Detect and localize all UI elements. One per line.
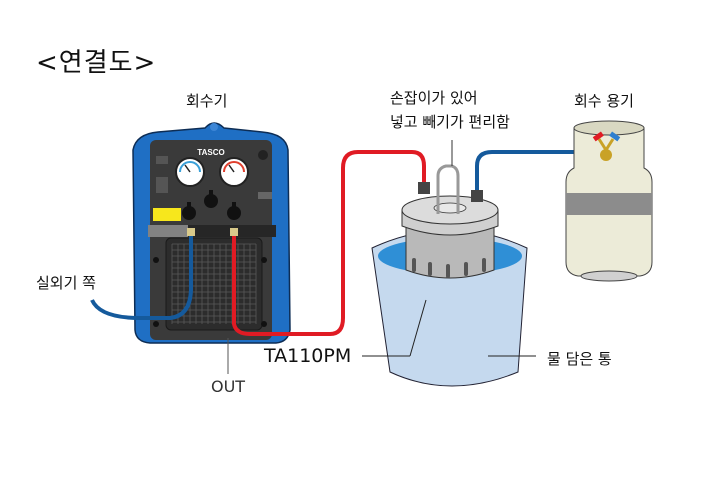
handle-note: 손잡이가 있어 넣고 빼기가 편리함 xyxy=(390,86,510,134)
switch xyxy=(156,156,168,164)
valve-knob xyxy=(182,202,196,220)
in-port xyxy=(187,228,195,236)
blue-valve-handle xyxy=(609,131,621,142)
outdoor-side-label: 실외기 쪽 xyxy=(36,274,96,292)
cylinder-band xyxy=(566,193,652,215)
ta110pm-container xyxy=(401,140,499,357)
high-pressure-gauge xyxy=(219,157,249,187)
switch xyxy=(156,177,168,193)
valve-knob xyxy=(204,190,218,208)
blue-hose-cylinder xyxy=(475,150,600,190)
recovery-cylinder xyxy=(565,120,653,282)
diagram-title: <연결도> xyxy=(36,48,157,78)
handle-note-line1: 손잡이가 있어 xyxy=(390,89,478,107)
carry-handle xyxy=(436,164,460,214)
inlet-fitting xyxy=(418,182,430,194)
red-hose xyxy=(232,150,426,336)
valve-knob xyxy=(227,202,241,220)
out-port xyxy=(230,228,238,236)
recovery-unit-label: 회수기 xyxy=(186,92,228,110)
recovery-unit: TASCO xyxy=(132,122,291,344)
out-port-label: OUT xyxy=(211,377,246,396)
handle-note-line2: 넣고 빼기가 편리함 xyxy=(390,113,510,131)
water-bucket-label: 물 담은 통 xyxy=(547,350,612,368)
low-pressure-gauge xyxy=(175,157,205,187)
recovery-cylinder-label: 회수 용기 xyxy=(574,92,634,110)
blue-hose-outdoor xyxy=(90,236,193,320)
red-valve-handle xyxy=(592,131,604,142)
yellow-label xyxy=(153,208,181,221)
brand-text: TASCO xyxy=(197,148,224,157)
outlet-fitting xyxy=(471,190,483,202)
two-way-valve xyxy=(592,131,621,161)
model-label: TA110PM xyxy=(264,345,352,367)
